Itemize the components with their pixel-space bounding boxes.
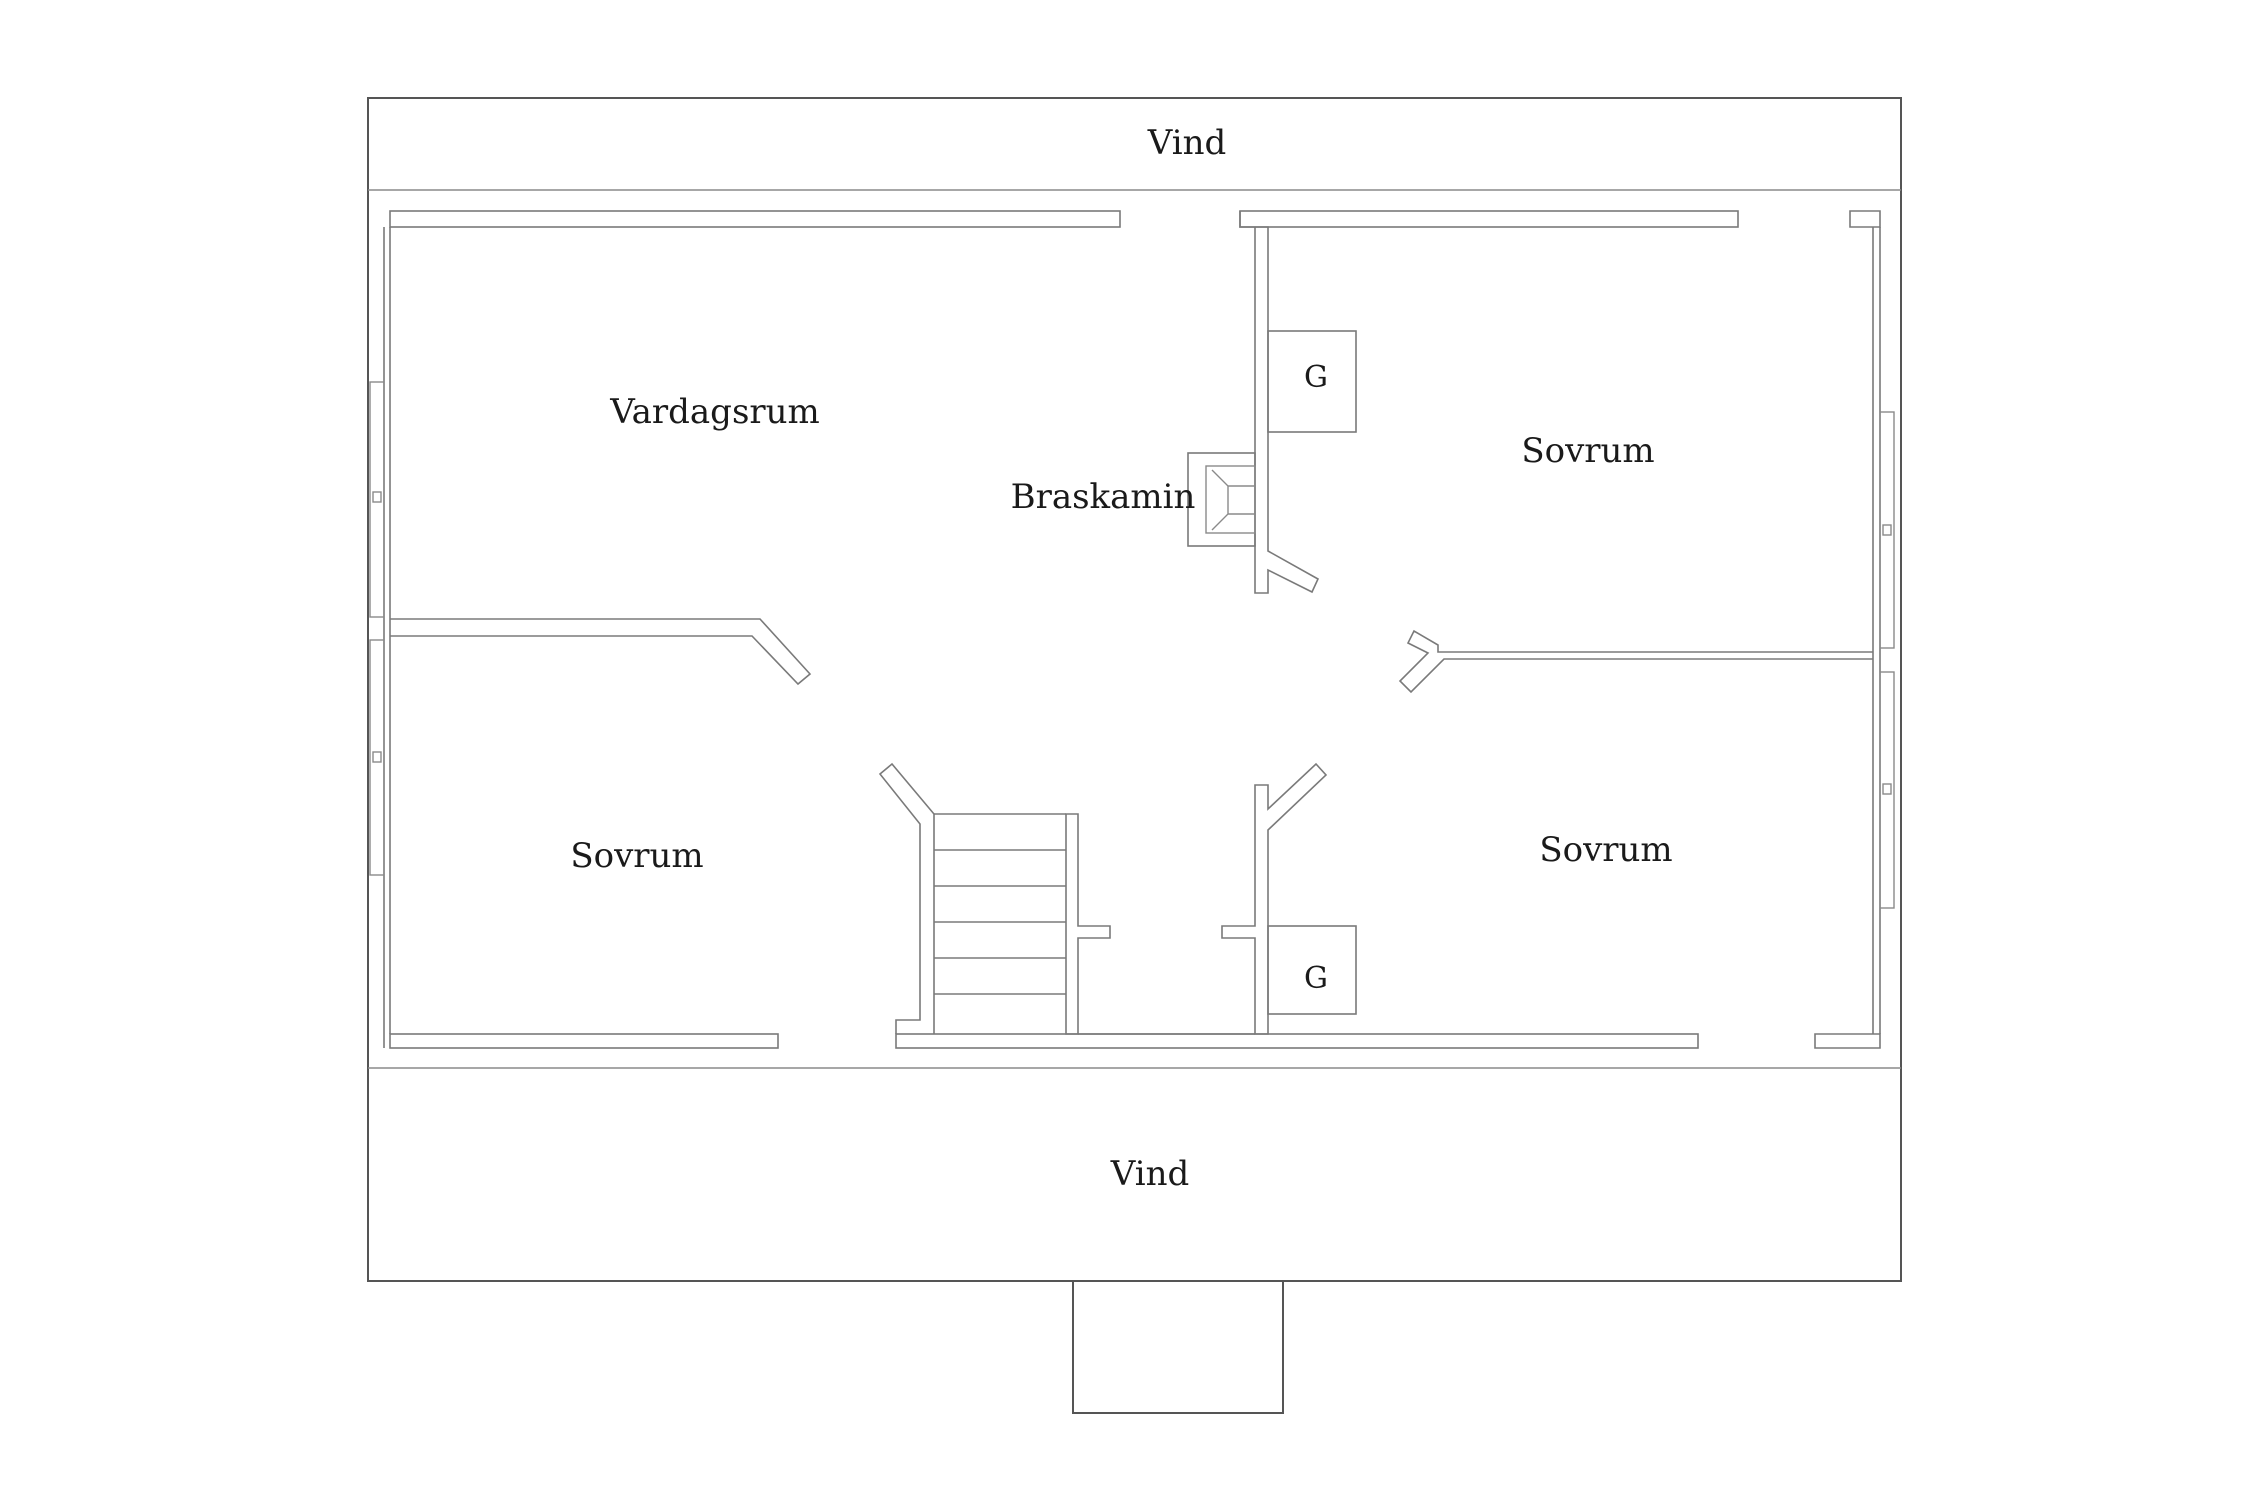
fireplace-inner [1205,465,1256,534]
wall-living-bedroom [390,618,812,686]
window-left-upper [369,381,385,618]
window-right-upper [1879,411,1895,649]
wall-right-bedrooms [1398,629,1873,694]
wall-center-upper [1239,211,1320,594]
label-bedroom-top-right: Sovrum [1521,431,1654,471]
stair-right-rail [1065,813,1111,1035]
wall-top-right [1239,210,1739,228]
label-attic-top: Vind [1147,123,1227,163]
closet-bottom [1267,925,1357,1015]
window-right-lower-handle [1882,783,1892,795]
wall-top-right-corner [1849,210,1881,228]
window-left-lower [369,639,385,876]
closet-top [1267,330,1357,433]
fireplace-outer [1187,452,1256,547]
building-outline [367,97,1902,1282]
wall-top-left [389,210,1121,228]
label-stove: Braskamin [1011,477,1196,517]
wall-center-lower [1221,762,1328,1035]
stair-left-rail [878,762,935,1034]
label-living-room: Vardagsrum [609,392,820,432]
window-right-upper-handle [1882,524,1892,536]
wall-bottom-left [389,1033,779,1049]
fireplace-hearth [1211,469,1255,531]
wall-bottom-middle [895,1033,1699,1049]
label-attic-bottom: Vind [1110,1154,1190,1194]
window-right-lower [1879,671,1895,909]
entrance-porch [1072,1280,1284,1414]
window-left-lower-handle [372,751,382,763]
label-bedroom-bottom-left: Sovrum [570,836,703,876]
wall-bottom-right-corner [1814,1033,1881,1049]
label-closet-bottom: G [1304,961,1328,996]
window-left-upper-handle [372,491,382,503]
label-bedroom-bottom-right: Sovrum [1539,830,1672,870]
label-closet-top: G [1304,360,1328,395]
